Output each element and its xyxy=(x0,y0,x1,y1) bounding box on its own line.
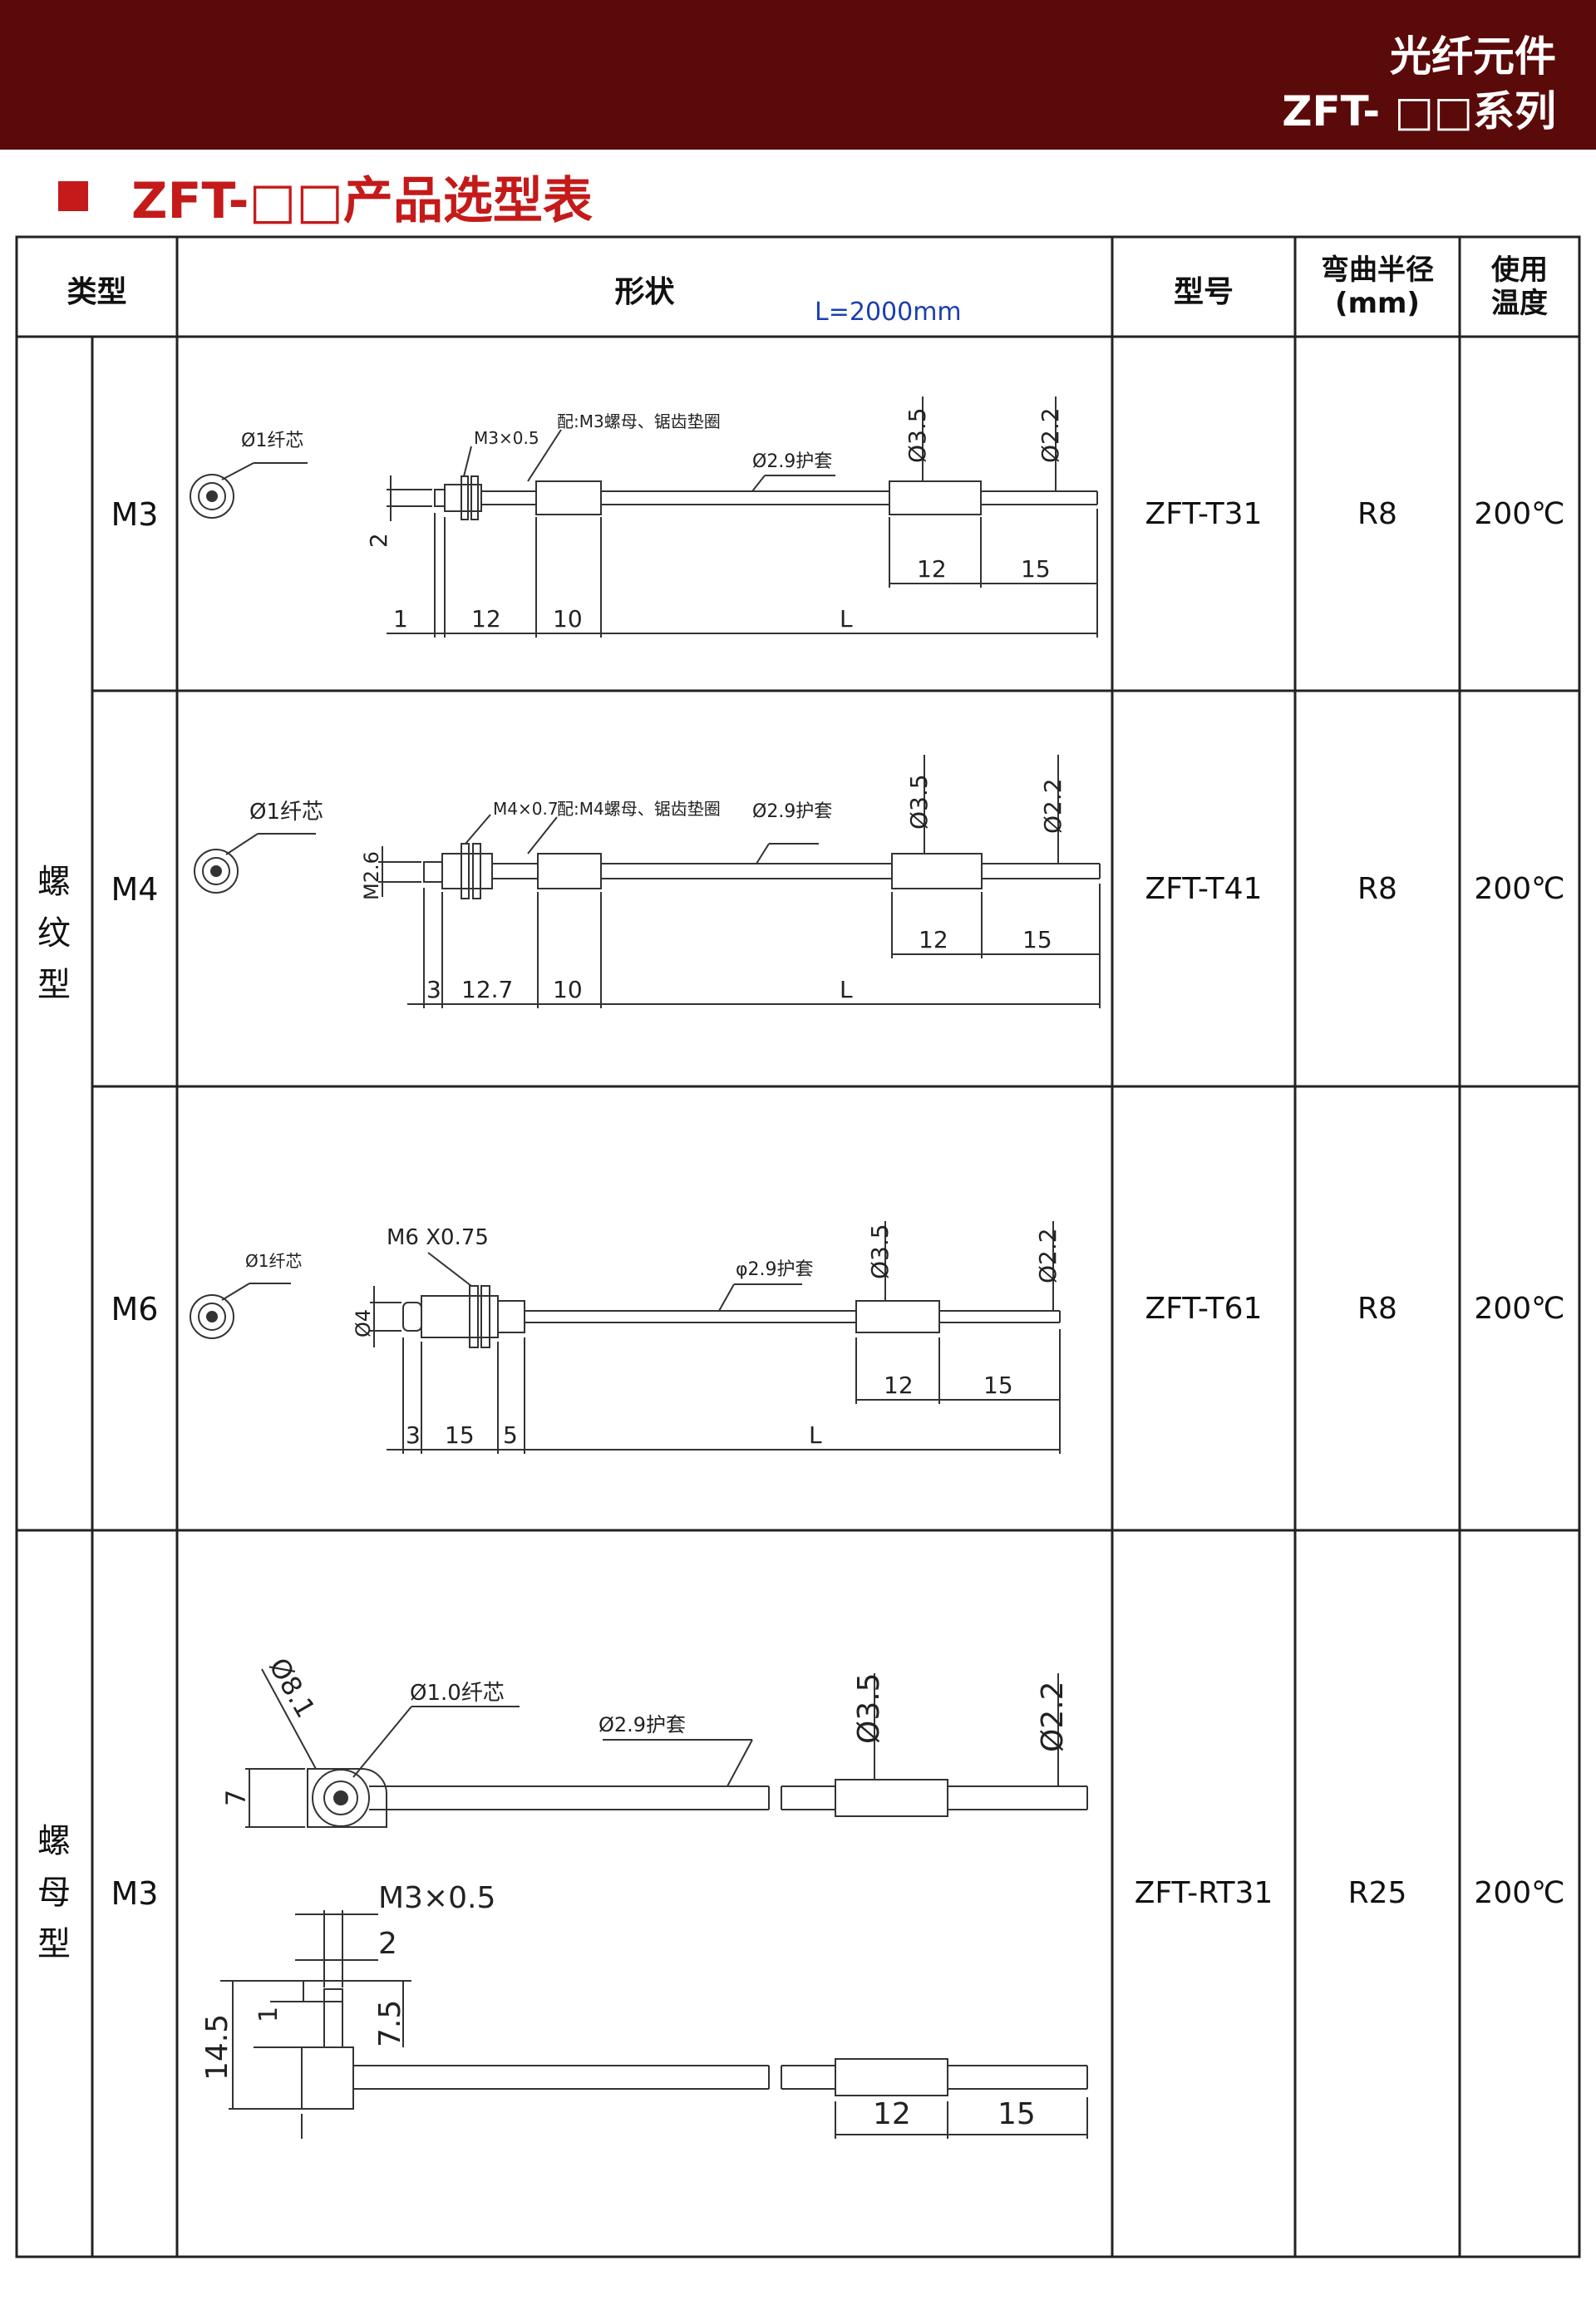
group-char: 纹 xyxy=(37,914,71,953)
rt-dim2: 2 xyxy=(378,1927,397,1961)
row3-model: ZFT-T61 xyxy=(1145,1292,1263,1326)
header-bend-radius: 弯曲半径 (mm) xyxy=(1295,254,1460,320)
m4-sheath-label: Ø2.9护套 xyxy=(752,801,832,822)
m3-height-label: 2 xyxy=(365,533,392,548)
fiber-end-icon xyxy=(190,1294,234,1339)
group-char: 型 xyxy=(37,966,71,1004)
drawing-m4: Ø1纤芯 M4×0.7 配:M4螺母、锯齿垫圈 Ø2.9护套 Ø3.5 Ø2.2… xyxy=(194,755,1101,1008)
section-title: ZFT-□□产品选型表 xyxy=(58,163,593,230)
m6-d22-label: Ø2.2 xyxy=(1034,1228,1062,1283)
rt-tip1: 12 xyxy=(873,2097,911,2131)
header-temp-line2: 温度 xyxy=(1491,287,1548,320)
header-bend-line2: (mm) xyxy=(1335,287,1420,320)
rt-dim1: 1 xyxy=(254,2007,283,2022)
m6-tip1: 12 xyxy=(884,1372,914,1399)
length-note: L=2000mm xyxy=(815,298,962,327)
rt-h7-label: 7 xyxy=(220,1790,252,1806)
rt-core-label: Ø1.0纤芯 xyxy=(410,1681,505,1706)
group-char: 螺 xyxy=(37,863,71,901)
group-char: 母 xyxy=(37,1874,71,1912)
m3-tip1: 12 xyxy=(917,555,947,583)
m3-thread-label: M3×0.5 xyxy=(474,428,539,448)
group-label-nut: 螺 母 型 xyxy=(29,1815,79,1970)
row3-bend: R8 xyxy=(1357,1292,1397,1326)
header-banner: 光纤元件 ZFT- □□系列 xyxy=(0,0,1596,150)
m4-d22-label: Ø2.2 xyxy=(1039,778,1066,834)
m6-dim3: 5 xyxy=(503,1421,518,1449)
header-bend-line1: 弯曲半径 xyxy=(1321,254,1434,287)
row1-bend: R8 xyxy=(1357,497,1397,531)
group-char: 螺 xyxy=(37,1822,71,1860)
m6-dim2: 15 xyxy=(445,1421,475,1449)
m4-dim3: 10 xyxy=(553,976,583,1003)
row4-temp: 200℃ xyxy=(1474,1876,1565,1910)
m4-dim1: 3 xyxy=(426,976,441,1003)
m6-height-label: Ø4 xyxy=(352,1309,375,1337)
row2-temp: 200℃ xyxy=(1474,872,1565,906)
fiber-end-icon xyxy=(312,1769,370,1827)
m3-dim3: 10 xyxy=(553,605,583,633)
row3-size: M6 xyxy=(111,1291,159,1327)
rt-sheath-label: Ø2.9护套 xyxy=(598,1713,686,1736)
m6-tip2: 15 xyxy=(983,1372,1013,1399)
row2-bend: R8 xyxy=(1357,872,1397,906)
row4-size: M3 xyxy=(111,1875,159,1912)
m6-thread-label: M6 X0.75 xyxy=(387,1225,489,1250)
row1-model: ZFT-T31 xyxy=(1145,497,1263,531)
m4-height-label: M2.6 xyxy=(360,851,383,900)
row3-temp: 200℃ xyxy=(1474,1292,1565,1326)
drawing-rt31: Ø8.1 Ø1.0纤芯 Ø2.9护套 Ø3.5 Ø2.2 7 M3×0.5 2 … xyxy=(200,1652,1088,2139)
m4-nut-label: 配:M4螺母、锯齿垫圈 xyxy=(557,799,721,819)
header-temperature: 使用 温度 xyxy=(1460,254,1579,320)
m6-d35-label: Ø3.5 xyxy=(866,1224,894,1279)
m6-dim1: 3 xyxy=(406,1421,421,1449)
section-title-text: ZFT-□□产品选型表 xyxy=(131,171,593,230)
m3-dimL: L xyxy=(840,605,853,633)
m4-d35-label: Ø3.5 xyxy=(905,774,933,830)
drawing-m6: Ø1纤芯 M6 X0.75 φ2.9护套 Ø3.5 Ø2.2 Ø4 3 15 5… xyxy=(190,1221,1062,1454)
header-shape: 形状 xyxy=(614,275,675,309)
m6-core-label: Ø1纤芯 xyxy=(245,1251,302,1271)
rt-d35-label: Ø3.5 xyxy=(852,1672,886,1744)
m4-dim2: 12.7 xyxy=(461,976,513,1003)
bullet-square-icon xyxy=(58,181,88,211)
header-title: 光纤元件 xyxy=(1390,32,1556,81)
fiber-end-icon xyxy=(190,474,234,519)
m3-d22-label: Ø2.2 xyxy=(1037,407,1064,463)
m4-tip2: 15 xyxy=(1022,926,1052,953)
header-series: ZFT- □□系列 xyxy=(1282,87,1556,135)
header-temp-line1: 使用 xyxy=(1491,254,1548,287)
m3-dim1: 1 xyxy=(393,605,408,633)
m3-nut-label: 配:M3螺母、锯齿垫圈 xyxy=(557,411,721,431)
header-model: 型号 xyxy=(1173,275,1234,309)
drawing-m3: Ø1纤芯 M3×0.5 配:M3螺母、锯齿垫圈 Ø2.9护套 Ø3.5 Ø2.2… xyxy=(190,396,1098,638)
m4-thread-label: M4×0.7 xyxy=(493,799,559,819)
row1-temp: 200℃ xyxy=(1474,497,1565,531)
row4-model: ZFT-RT31 xyxy=(1134,1876,1273,1910)
m3-tip2: 15 xyxy=(1021,555,1051,583)
row2-model: ZFT-T41 xyxy=(1145,872,1263,906)
m6-dimL: L xyxy=(809,1421,822,1449)
rt-d22-label: Ø2.2 xyxy=(1036,1681,1070,1752)
m6-sheath-label: φ2.9护套 xyxy=(736,1259,814,1280)
row2-size: M4 xyxy=(111,871,159,908)
group-char: 型 xyxy=(37,1925,71,1963)
row1-size: M3 xyxy=(111,496,159,533)
header-type: 类型 xyxy=(66,275,127,309)
m4-dimL: L xyxy=(840,976,853,1003)
rt-thread-label: M3×0.5 xyxy=(378,1881,495,1915)
rt-tip2: 15 xyxy=(998,2097,1036,2131)
row4-bend: R25 xyxy=(1347,1876,1407,1910)
rt-dim145: 14.5 xyxy=(200,2014,234,2081)
group-label-thread: 螺 纹 型 xyxy=(29,856,79,1011)
m3-sheath-label: Ø2.9护套 xyxy=(752,451,832,472)
m3-d35-label: Ø3.5 xyxy=(904,407,931,463)
rt-dim75: 7.5 xyxy=(373,2000,407,2047)
m4-tip1: 12 xyxy=(919,926,948,953)
m4-core-label: Ø1纤芯 xyxy=(249,800,323,825)
m3-core-label: Ø1纤芯 xyxy=(241,431,303,451)
m3-dim2: 12 xyxy=(471,605,501,633)
fiber-end-icon xyxy=(194,849,239,894)
